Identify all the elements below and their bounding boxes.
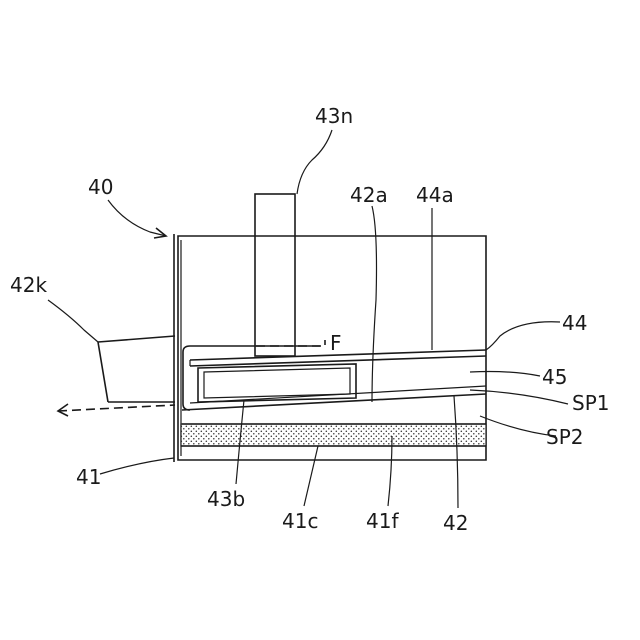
label-sp2: SP2 <box>546 425 583 449</box>
nozzle-43n <box>255 194 295 356</box>
flow-path-f <box>256 340 325 346</box>
label-44a: 44a <box>416 183 454 207</box>
label-42k: 42k <box>10 273 47 297</box>
label-42a: 42a <box>350 183 388 207</box>
label-43b: 43b <box>207 487 245 511</box>
label-43n: 43n <box>315 104 353 128</box>
label-45: 45 <box>542 365 567 389</box>
block-43b <box>198 364 356 402</box>
label-41c: 41c <box>282 509 318 533</box>
label-f: F <box>330 331 342 355</box>
label-41: 41 <box>76 465 101 489</box>
layer-41f <box>181 424 486 446</box>
label-40: 40 <box>88 175 113 199</box>
label-41f: 41f <box>366 509 399 533</box>
label-sp1: SP1 <box>572 391 609 415</box>
label-44: 44 <box>562 311 587 335</box>
label-42: 42 <box>443 511 468 535</box>
lever-42k <box>58 336 175 416</box>
leader-lines <box>48 130 568 508</box>
